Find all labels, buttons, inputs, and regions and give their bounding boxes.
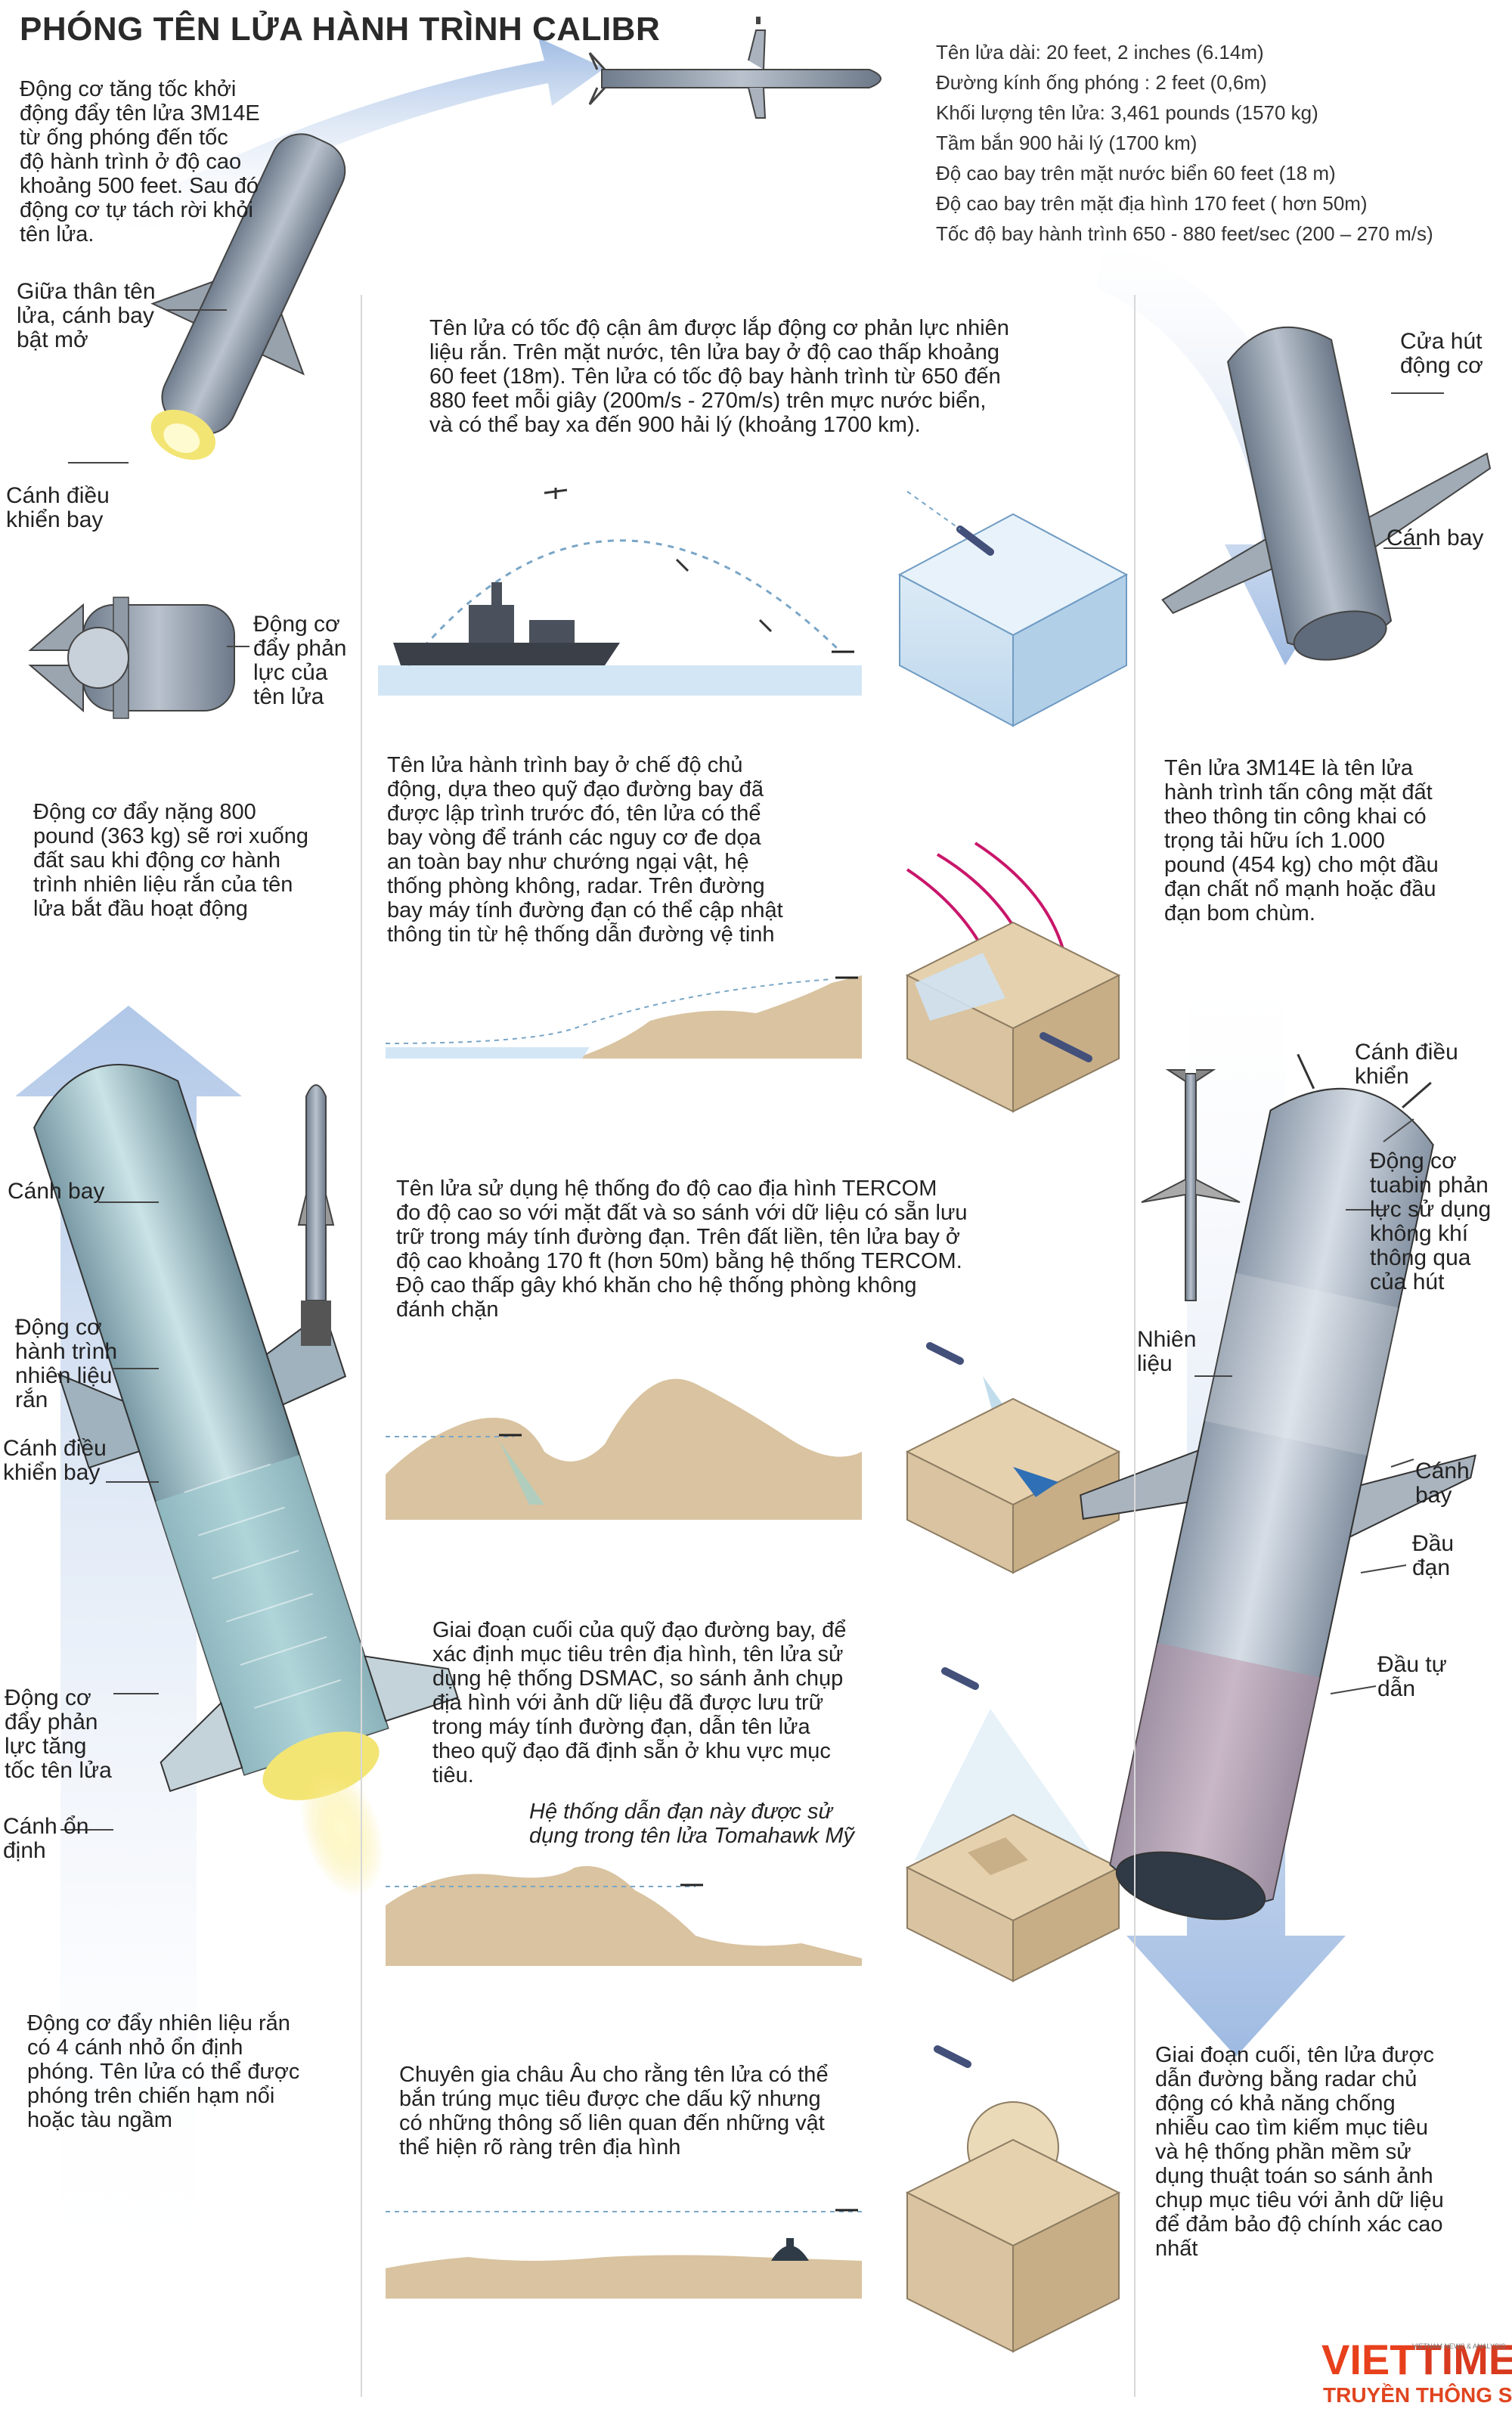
spec-diameter: Đường kính ống phóng : 2 feet (0,6m) xyxy=(936,71,1267,94)
logo-times: TIMES xyxy=(1415,2336,1512,2383)
viettimes-logo: VIETTIMES VIETNAM NEWS & ANALYSIS TRUYỀN… xyxy=(1321,2335,1512,2407)
terrain-profile-4 xyxy=(386,2209,862,2299)
missile-right-top-icon xyxy=(1161,326,1492,661)
missile-right-small-icon xyxy=(1141,1069,1241,1301)
terrain-profile-2 xyxy=(386,1378,862,1520)
ship-scene xyxy=(378,488,862,696)
radar-block-icon xyxy=(905,842,1121,1113)
jet-engine-icon xyxy=(28,597,235,719)
page-title: PHÓNG TÊN LỬA HÀNH TRÌNH CALIBR xyxy=(20,11,661,48)
sea-block-icon xyxy=(897,491,1129,727)
label-wing-right: Cánh bay xyxy=(1387,525,1484,550)
missile-vertical-icon xyxy=(297,1084,335,1346)
spec-sea-alt: Độ cao bay trên mặt nước biển 60 feet (1… xyxy=(936,162,1336,184)
terrain-profile-3 xyxy=(386,1866,862,1966)
missile-launch-icon xyxy=(150,133,346,460)
spec-land-alt: Độ cao bay trên mặt địa hình 170 feet ( … xyxy=(936,192,1368,215)
logo-tagline: TRUYỀN THÔNG SỐ xyxy=(1323,2383,1512,2407)
spec-weight: Khối lượng tên lửa: 3,461 pounds (1570 k… xyxy=(936,101,1318,124)
dsmac-block-icon xyxy=(905,1667,1121,1983)
label-wing-left: Cánh bay xyxy=(8,1179,105,1204)
middle-paragraph-5: Chuyên gia châu Âu cho rằng tên lửa có t… xyxy=(399,2063,829,2159)
spec-length: Tên lửa dài: 20 feet, 2 inches (6.14m) xyxy=(936,41,1264,64)
middle-paragraph-3: Tên lửa sử dụng hệ thống đo độ cao địa h… xyxy=(396,1177,968,1322)
missile-cutaway-left-icon xyxy=(33,1064,459,1908)
logo-viet: VIET xyxy=(1321,2336,1416,2383)
logo-sub: VIETNAM NEWS & ANALYSIS xyxy=(1412,2342,1506,2350)
target-building-icon xyxy=(905,2045,1121,2353)
middle-paragraph-4: Giai đoạn cuối của quỹ đạo đường bay, để… xyxy=(432,1618,847,1787)
spec-range: Tầm bắn 900 hải lý (1700 km) xyxy=(936,132,1198,154)
spec-speed: Tốc độ bay hành trình 650 - 880 feet/sec… xyxy=(936,222,1433,245)
middle-paragraph-1: Tên lửa có tốc độ cận âm được lắp động c… xyxy=(429,316,1009,437)
missile-top-icon xyxy=(588,17,881,119)
tercom-block-icon xyxy=(905,1342,1121,1574)
terrain-profile-1 xyxy=(385,975,862,1059)
missile-cutaway-right-icon xyxy=(1080,1053,1476,1921)
